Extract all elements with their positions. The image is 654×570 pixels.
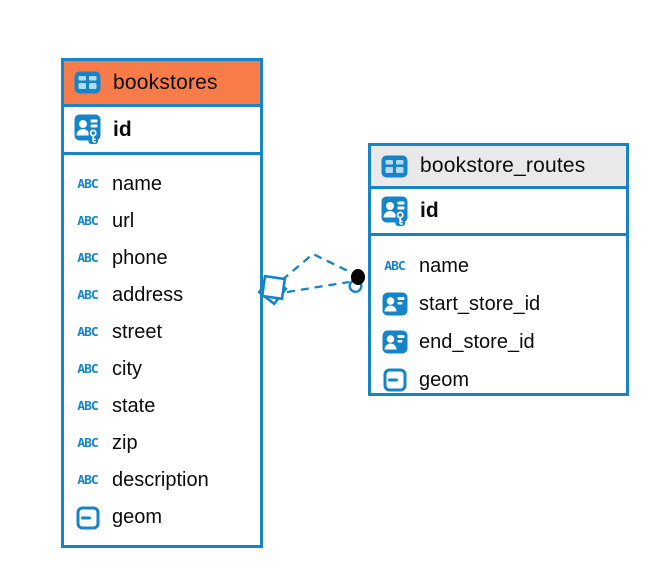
relationship-dot-marker[interactable]: [348, 279, 363, 294]
text-type-icon: ABC: [77, 251, 99, 266]
text-type-icon: ABC: [77, 214, 99, 229]
relationship-line[interactable]: [286, 280, 350, 294]
column-label: state: [112, 395, 156, 417]
column-row[interactable]: ABC description: [64, 462, 260, 499]
column-row[interactable]: ABC url: [64, 203, 260, 240]
relationship-line[interactable]: [281, 252, 351, 281]
column-label: id: [113, 117, 132, 141]
column-label: zip: [112, 432, 138, 454]
column-label: city: [112, 358, 142, 380]
column-label: street: [112, 321, 163, 343]
geometry-type-icon: [71, 506, 104, 530]
column-label: id: [420, 199, 439, 222]
text-type-icon: ABC: [77, 177, 99, 192]
foreign-key-icon: [378, 330, 411, 354]
column-label: name: [419, 254, 470, 277]
table-icon: [71, 71, 104, 94]
entity-title: bookstore_routes: [420, 154, 586, 177]
column-row[interactable]: ABC address: [64, 277, 260, 314]
foreign-key-icon: [378, 292, 411, 316]
column-label: name: [112, 173, 163, 195]
column-row[interactable]: geom: [64, 499, 260, 536]
relationship-diamond-marker[interactable]: [257, 274, 288, 306]
text-type-icon: ABC: [384, 258, 406, 274]
text-type-icon: ABC: [77, 399, 99, 414]
column-list: ABC name start_store_id: [371, 236, 626, 399]
column-row[interactable]: ABC name: [371, 247, 626, 285]
entity-table-bookstore-routes[interactable]: bookstore_routes id ABC name: [368, 143, 629, 396]
text-type-icon: ABC: [77, 473, 99, 488]
column-label: address: [112, 284, 184, 306]
column-row[interactable]: start_store_id: [371, 285, 626, 323]
text-type-icon: ABC: [77, 288, 99, 303]
column-row[interactable]: ABC zip: [64, 425, 260, 462]
column-row[interactable]: ABC phone: [64, 240, 260, 277]
column-row[interactable]: end_store_id: [371, 323, 626, 361]
entity-header-bookstore-routes[interactable]: bookstore_routes: [371, 146, 626, 189]
entity-title: bookstores: [113, 70, 218, 94]
column-label: start_store_id: [419, 292, 541, 315]
column-row[interactable]: ABC street: [64, 314, 260, 351]
text-type-icon: ABC: [77, 325, 99, 340]
entity-table-bookstores[interactable]: bookstores id ABC name ABC ur: [61, 58, 263, 548]
column-row[interactable]: ABC name: [64, 166, 260, 203]
column-row[interactable]: ABC state: [64, 388, 260, 425]
column-label: geom: [112, 506, 163, 528]
column-label: phone: [112, 247, 168, 269]
column-label: description: [112, 469, 209, 491]
text-type-icon: ABC: [77, 436, 99, 451]
column-row-pk[interactable]: id: [371, 189, 626, 236]
primary-key-icon: [378, 196, 411, 227]
text-type-icon: ABC: [77, 362, 99, 377]
column-row[interactable]: ABC city: [64, 351, 260, 388]
column-row-pk[interactable]: id: [64, 107, 260, 155]
column-label: end_store_id: [419, 330, 535, 353]
geometry-type-icon: [378, 368, 411, 392]
column-row[interactable]: geom: [371, 361, 626, 399]
relationship-dot-marker[interactable]: [351, 269, 365, 285]
entity-header-bookstores[interactable]: bookstores: [64, 61, 260, 107]
column-label: geom: [419, 368, 470, 391]
column-list: ABC name ABC url ABC phone ABC address A…: [64, 155, 260, 545]
primary-key-icon: [71, 114, 104, 145]
column-label: url: [112, 210, 135, 232]
table-icon: [378, 155, 411, 178]
